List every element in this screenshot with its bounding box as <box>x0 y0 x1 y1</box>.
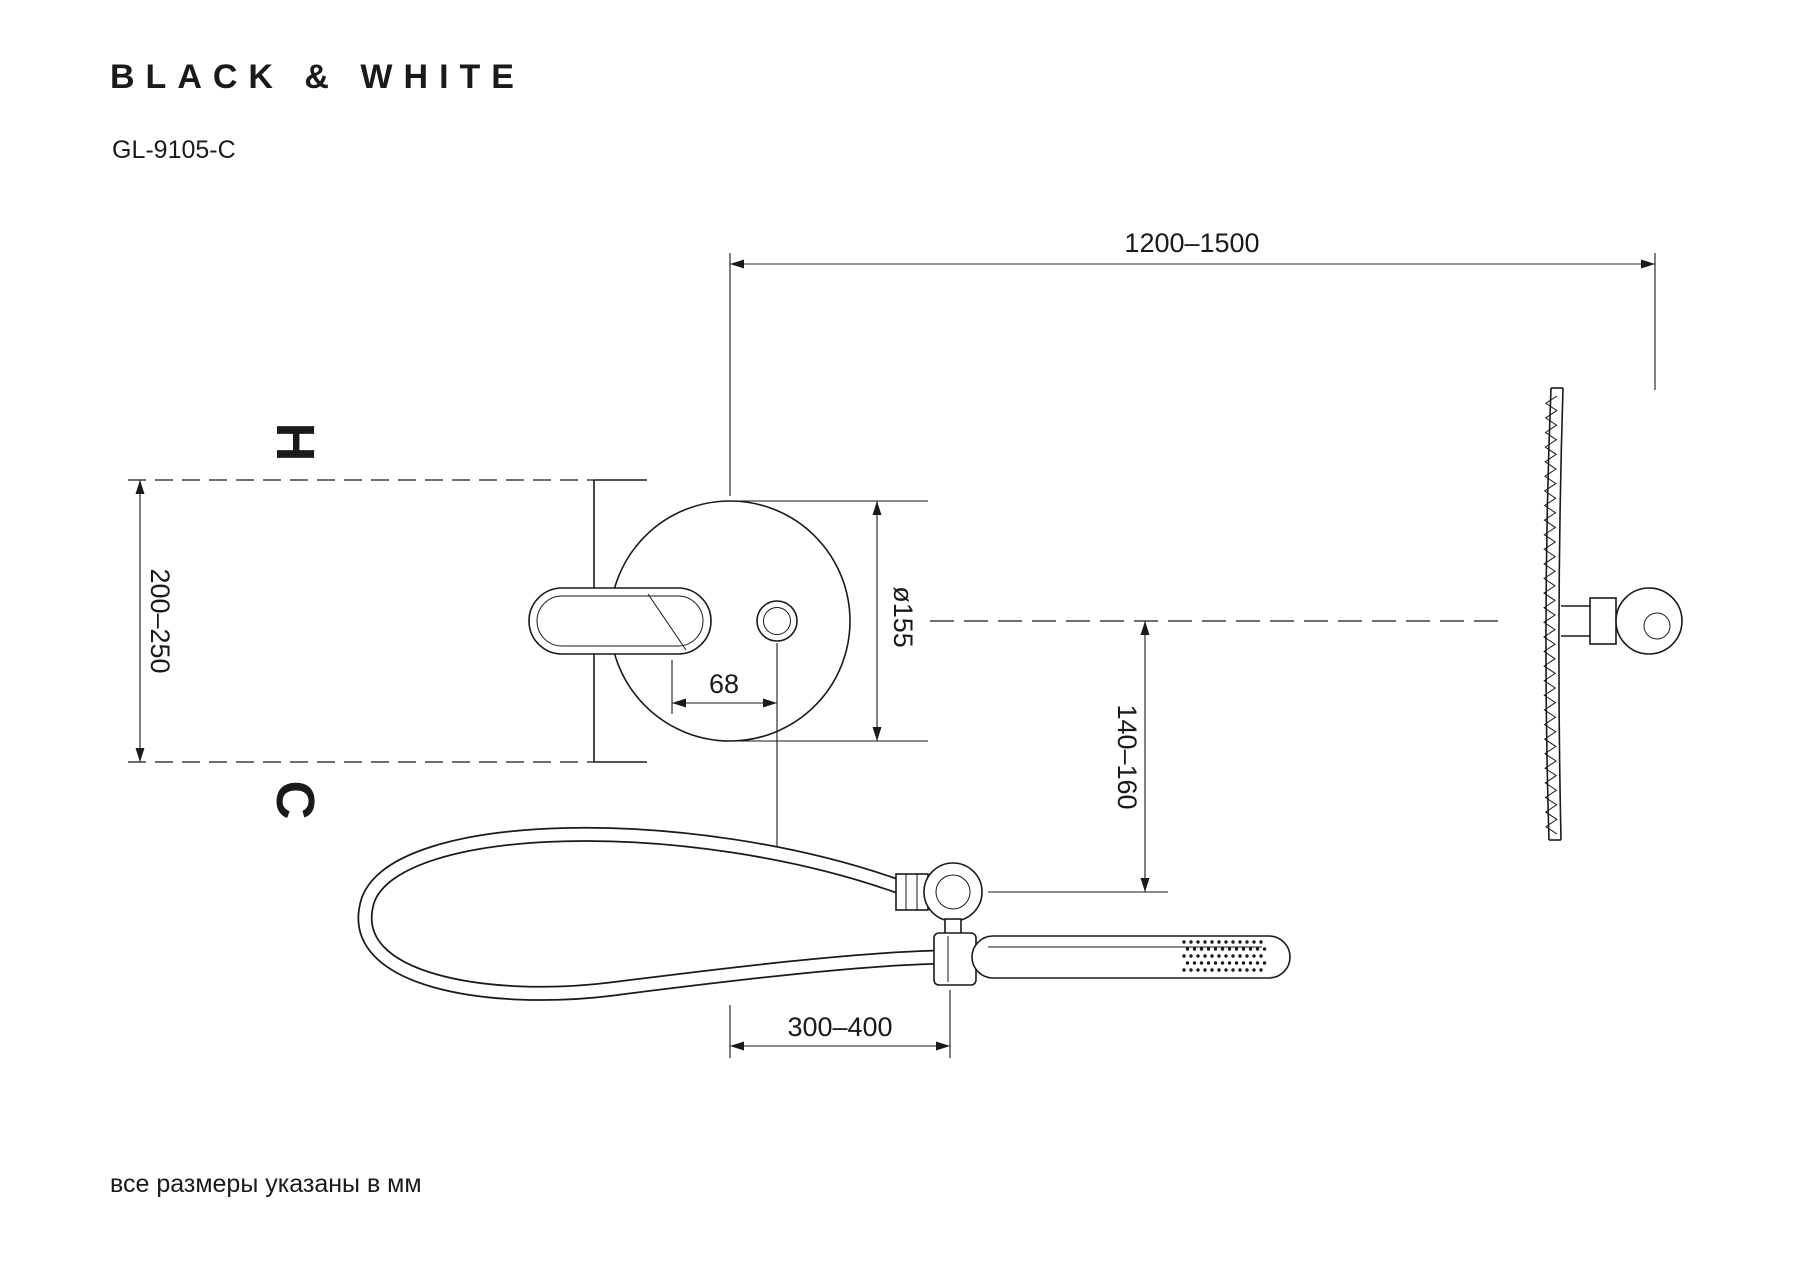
arrowhead <box>1140 621 1150 635</box>
dimension-label-bottom: 300–400 <box>787 1012 892 1042</box>
dimension-label-left: 200–250 <box>145 568 175 673</box>
arrowhead <box>763 698 777 708</box>
arrowhead <box>135 748 145 762</box>
spray-face-texture <box>1543 395 1558 835</box>
hot-label: H <box>265 423 325 462</box>
arrowhead <box>872 501 882 515</box>
model-number: GL-9105-C <box>112 136 236 164</box>
shower-hose-fill <box>359 828 952 1000</box>
diverter-button-group <box>756 600 798 642</box>
cold-label: C <box>265 781 325 820</box>
dimension-label-68: 68 <box>709 669 739 699</box>
arrowhead <box>936 1041 950 1051</box>
arrowhead <box>135 480 145 494</box>
dimension-left-span: 200–250 <box>135 480 175 762</box>
arrowhead <box>672 698 686 708</box>
dimension-label-diameter: ø155 <box>888 586 918 648</box>
arrowhead <box>1641 259 1655 269</box>
diverter-button <box>756 600 798 642</box>
arrowhead <box>872 727 882 741</box>
hose-nut <box>895 873 929 911</box>
dimension-drop: 140–160 <box>988 621 1168 893</box>
dimension-plate-diameter: ø155 <box>737 500 928 742</box>
brand-logo: BLACK & WHITE <box>110 58 525 96</box>
dimension-bottom-span: 300–400 <box>729 990 951 1058</box>
lever-handle-group <box>528 587 712 655</box>
hand-shower-group <box>357 826 1291 1001</box>
lever-handle-detail <box>647 593 687 651</box>
arm-collar <box>1589 597 1617 645</box>
supply-dashed-lines <box>128 479 594 763</box>
diverter-button-inner <box>763 607 791 635</box>
shower-hose <box>357 826 954 1001</box>
footnote: все размеры указаны в мм <box>110 1170 422 1198</box>
dimension-label-drop: 140–160 <box>1112 704 1142 809</box>
holder-ring-inner <box>935 874 971 910</box>
wand-knurl-texture <box>1182 940 1267 972</box>
lever-handle-inner <box>536 595 704 647</box>
panel-edge-right <box>1558 387 1564 841</box>
arrowhead <box>1140 878 1150 892</box>
dimension-68: 68 <box>671 643 778 848</box>
arrowhead <box>730 1041 744 1051</box>
dimension-top-span: 1200–1500 <box>729 228 1656 496</box>
holder-ring <box>923 862 983 922</box>
dimension-label-top: 1200–1500 <box>1124 228 1259 258</box>
wall-elbow-outlet <box>1643 612 1671 640</box>
lever-handle <box>528 587 712 655</box>
wand-collar <box>933 932 977 986</box>
shower-wand <box>971 935 1291 979</box>
arrowhead <box>730 259 744 269</box>
shower-head-group <box>1543 387 1683 841</box>
wall-elbow <box>1615 587 1683 655</box>
